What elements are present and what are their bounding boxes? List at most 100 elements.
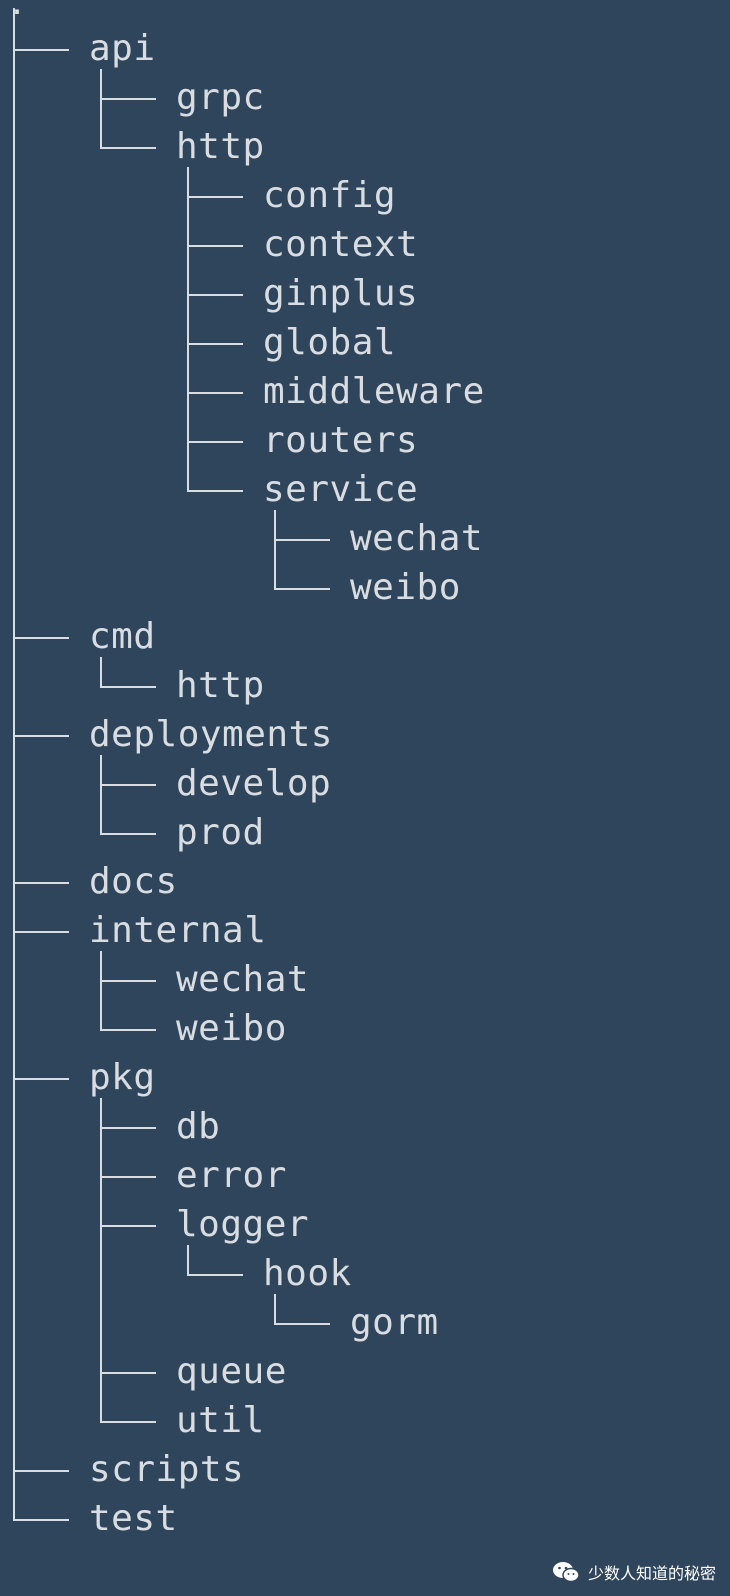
tree-connector-line (187, 196, 189, 247)
tree-branch-line (187, 196, 243, 198)
tree-item-label: deployments (89, 714, 333, 755)
tree-item-label: pkg (89, 1057, 156, 1098)
tree-connector-line (274, 539, 276, 590)
tree-branch-line (100, 686, 156, 688)
tree-connector-line (100, 98, 102, 149)
tree-row: internal (0, 906, 730, 955)
tree-row: http (0, 122, 730, 171)
tree-branch-line (274, 588, 330, 590)
wechat-icon (552, 1562, 580, 1583)
tree-row: scripts (0, 1445, 730, 1494)
tree-item-label: error (176, 1155, 287, 1196)
tree-connector-line (187, 392, 189, 443)
tree-row: routers (0, 416, 730, 465)
tree-item-label: wechat (350, 518, 484, 559)
tree-branch-line (187, 441, 243, 443)
tree-item-label: scripts (89, 1449, 245, 1490)
tree-item-label: routers (263, 420, 419, 461)
tree-connector-line (100, 1225, 102, 1374)
tree-branch-line (100, 1176, 156, 1178)
tree-connector-line (187, 294, 189, 345)
tree-row: develop (0, 759, 730, 808)
tree-branch-line (13, 1519, 69, 1521)
tree-item-label: wechat (176, 959, 310, 1000)
tree-branch-line (100, 1029, 156, 1031)
tree-branch-line (13, 49, 69, 51)
tree-row: test (0, 1494, 730, 1543)
tree-item-label: logger (176, 1204, 310, 1245)
tree-row: db (0, 1102, 730, 1151)
tree-item-label: prod (176, 812, 265, 853)
tree-connector-line (100, 1176, 102, 1227)
tree-row: deployments (0, 710, 730, 759)
tree-row: prod (0, 808, 730, 857)
tree-item-label: queue (176, 1351, 287, 1392)
tree-connector-line (100, 784, 102, 835)
tree-item-label: ginplus (263, 273, 419, 314)
tree-item-label: grpc (176, 77, 265, 118)
tree-connector-line (100, 657, 102, 688)
tree-branch-line (100, 1127, 156, 1129)
tree-row: weibo (0, 563, 730, 612)
tree-branch-line (100, 98, 156, 100)
tree-branch-line (100, 784, 156, 786)
tree-item-label: middleware (263, 371, 485, 412)
tree-branch-line (100, 980, 156, 982)
tree-root: . (8, 0, 27, 22)
tree-item-label: config (263, 175, 397, 216)
tree-branch-line (13, 882, 69, 884)
watermark: 少数人知道的秘密 (552, 1560, 716, 1584)
tree-row: pkg (0, 1053, 730, 1102)
tree-branch-line (13, 735, 69, 737)
tree-row: middleware (0, 367, 730, 416)
tree-item-label: db (176, 1106, 221, 1147)
tree-connector-line (187, 167, 189, 198)
tree-branch-line (187, 392, 243, 394)
tree-row: config (0, 171, 730, 220)
tree-connector-line (13, 1078, 15, 1472)
tree-branch-line (187, 1274, 243, 1276)
tree-branch-line (274, 1323, 330, 1325)
tree-item-label: global (263, 322, 397, 363)
tree-item-label: weibo (350, 567, 461, 608)
tree-branch-line (100, 1225, 156, 1227)
tree-connector-line (100, 1372, 102, 1423)
tree-row: logger (0, 1200, 730, 1249)
tree-row: http (0, 661, 730, 710)
tree-branch-line (187, 294, 243, 296)
tree-branch-line (13, 1078, 69, 1080)
tree-row: util (0, 1396, 730, 1445)
tree-item-label: gorm (350, 1302, 439, 1343)
tree-item-label: util (176, 1400, 265, 1441)
tree-item-label: context (263, 224, 419, 265)
tree-branch-line (13, 637, 69, 639)
tree-connector-line (13, 735, 15, 884)
tree-connector-line (274, 1294, 276, 1325)
tree-branch-line (187, 490, 243, 492)
tree-connector-line (274, 510, 276, 541)
tree-row: cmd (0, 612, 730, 661)
tree-branch-line (100, 1421, 156, 1423)
tree-connector-line (100, 1127, 102, 1178)
tree-item-label: test (89, 1498, 178, 1539)
tree-item-label: http (176, 126, 265, 167)
tree-item-label: cmd (89, 616, 156, 657)
tree-branch-line (13, 931, 69, 933)
tree-connector-line (13, 49, 15, 639)
tree-row: queue (0, 1347, 730, 1396)
tree-row: service (0, 465, 730, 514)
tree-connector-line (13, 931, 15, 1080)
tree-connector-line (100, 1098, 102, 1129)
tree-row: wechat (0, 955, 730, 1004)
tree-connector-line (13, 882, 15, 933)
tree-connector-line (187, 245, 189, 296)
tree-branch-line (100, 1372, 156, 1374)
tree-connector-line (100, 69, 102, 100)
tree-row: wechat (0, 514, 730, 563)
tree-row: error (0, 1151, 730, 1200)
tree-connector-line (100, 980, 102, 1031)
tree-connector-line (13, 1470, 15, 1521)
tree-connector-line (187, 1245, 189, 1276)
tree-row: hook (0, 1249, 730, 1298)
